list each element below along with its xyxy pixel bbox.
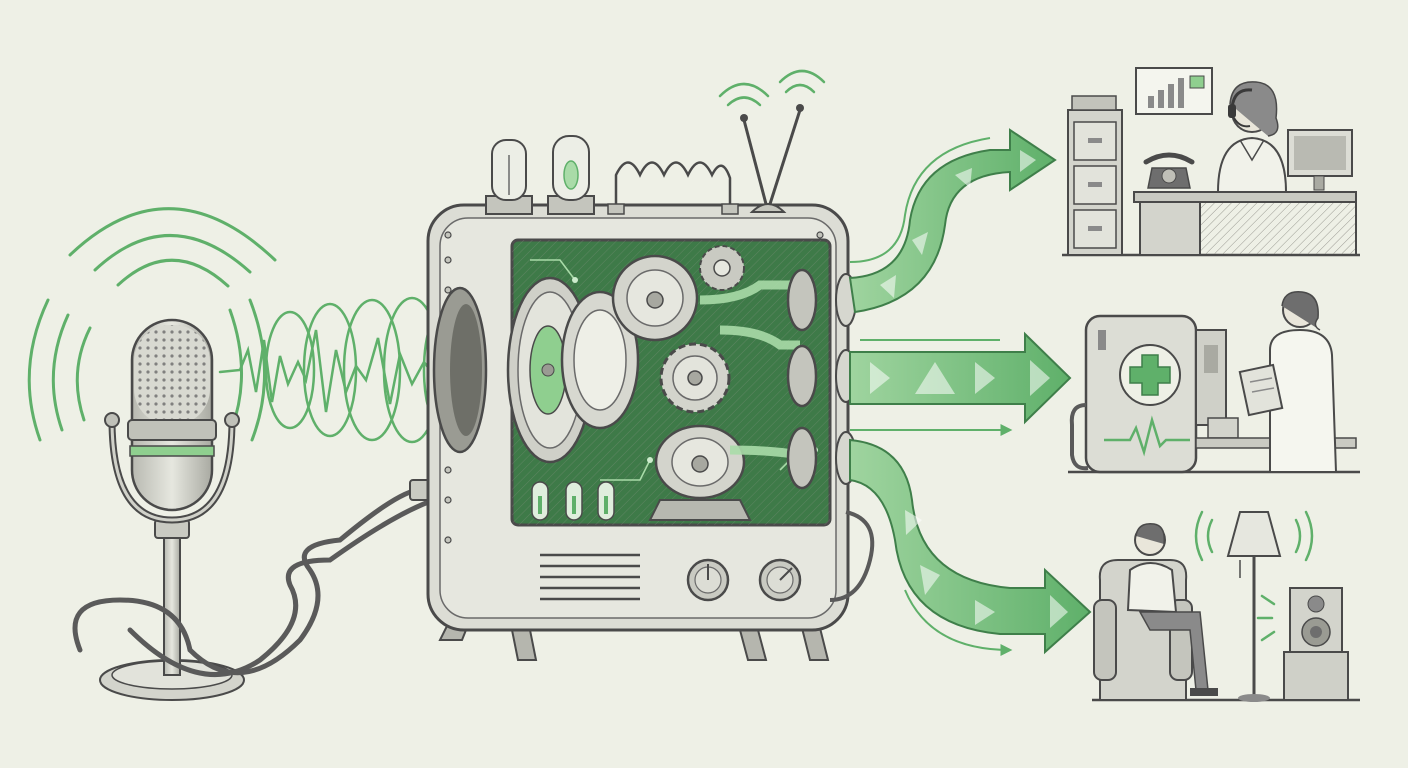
knob-icon (686, 558, 730, 602)
gear-icon (699, 245, 745, 291)
machine-icon (426, 69, 875, 661)
microphone-icon (27, 207, 277, 701)
arrow-icon (849, 331, 1072, 436)
floor-lamp-icon (1194, 510, 1314, 702)
sound-wave-icon (27, 207, 277, 442)
knob-icon (758, 558, 802, 602)
heartbeat-icon (1104, 415, 1190, 457)
arrow-icon (848, 128, 1057, 314)
telephone-icon (1143, 152, 1195, 189)
arrow-icon (849, 438, 1092, 656)
medical-panel (1068, 291, 1360, 474)
living-room-panel (1092, 510, 1360, 702)
vacuum-tube-icon (531, 481, 615, 521)
clipboard-icon (1238, 363, 1284, 417)
filing-cabinet-icon (1067, 95, 1123, 256)
vacuum-tube-icon (485, 139, 533, 215)
cable-icon (72, 487, 443, 677)
speaker-icon (1256, 587, 1349, 701)
antenna-icon (718, 69, 826, 213)
computer-monitor-icon (1287, 129, 1353, 191)
vacuum-tube-icon (547, 135, 595, 215)
gear-icon (560, 290, 640, 430)
medical-cross-icon (1119, 344, 1181, 406)
headset-icon (1216, 81, 1288, 193)
office-desk-icon (1062, 67, 1360, 257)
gear-icon (654, 424, 746, 500)
gear-icon (611, 254, 699, 342)
gear-icon (659, 342, 731, 414)
